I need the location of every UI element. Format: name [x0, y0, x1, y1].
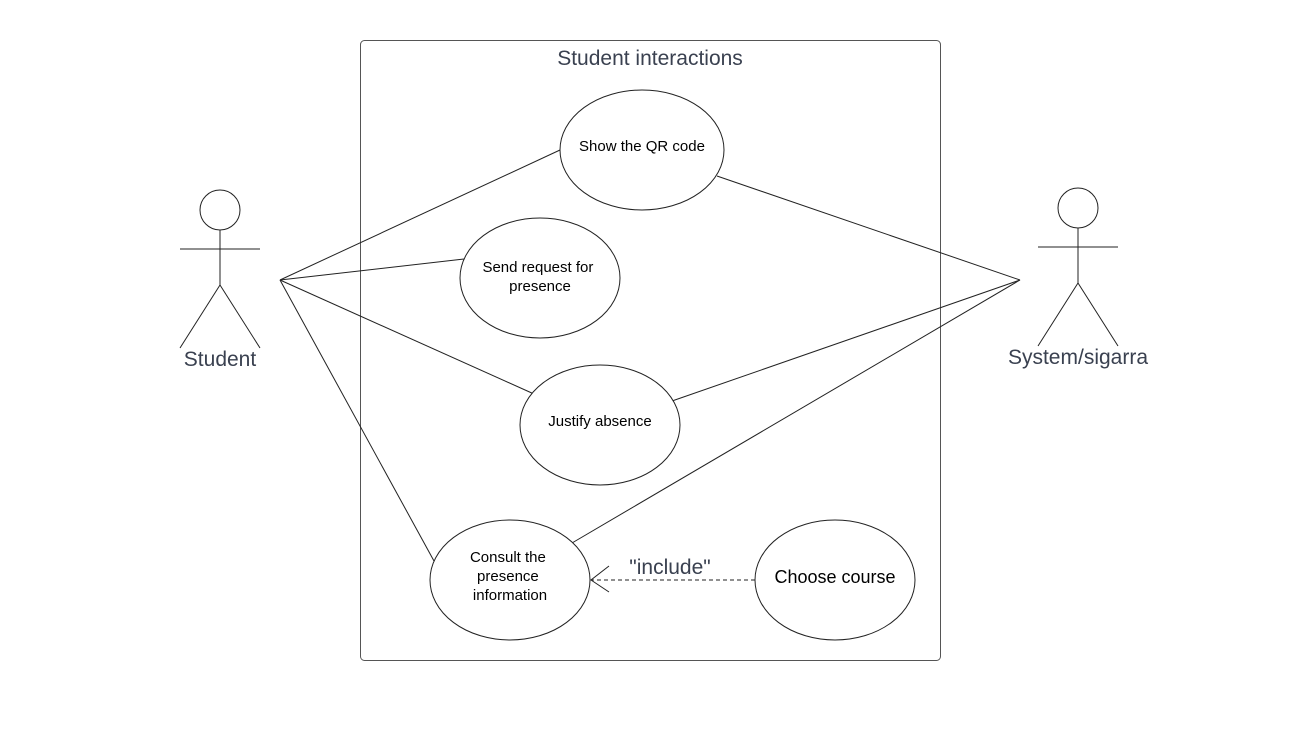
actor-student: Student — [179, 189, 261, 371]
association-system-justify — [671, 279, 1021, 402]
use-case-justify-absence — [519, 364, 681, 486]
system-title: Student interactions — [557, 47, 743, 70]
use-case-consult-presence-label: Consult the presence information — [470, 549, 550, 604]
use-case-choose-course-label: Choose course — [774, 567, 895, 587]
actor-system-label: System/sigarra — [1008, 346, 1148, 369]
actor-system: System/sigarra — [1008, 187, 1148, 369]
use-case-justify-absence-label: Justify absence — [548, 413, 651, 430]
association-student-consult — [279, 279, 435, 562]
use-case-consult-presence — [429, 519, 591, 641]
actor-student-label: Student — [184, 348, 257, 371]
association-system-consult — [571, 279, 1021, 544]
actor-student-right-leg — [219, 284, 261, 349]
use-case-show-qr-code — [559, 89, 725, 211]
actor-student-left-leg — [179, 284, 221, 349]
actor-system-head — [1057, 187, 1099, 229]
use-case-show-qr-code-label: Show the QR code — [579, 138, 705, 155]
association-student-justify — [279, 279, 535, 395]
association-system-show-qr — [716, 175, 1021, 281]
use-case-send-request — [459, 217, 621, 339]
actor-system-right-leg — [1077, 282, 1119, 347]
use-case-send-request-label: Send request for presence — [482, 259, 597, 295]
include-stereotype-label: "include" — [629, 556, 710, 579]
association-student-show-qr — [279, 149, 561, 281]
include-arrowhead — [590, 565, 610, 593]
actor-system-left-leg — [1037, 282, 1079, 347]
system-boundary — [360, 40, 941, 661]
actor-student-head — [199, 189, 241, 231]
association-student-send-request — [279, 258, 465, 281]
use-case-choose-course — [754, 519, 916, 641]
